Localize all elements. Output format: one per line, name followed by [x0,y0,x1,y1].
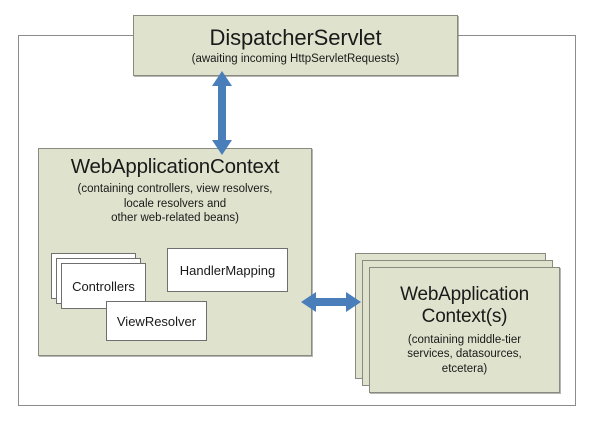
backend-context-stack[interactable]: WebApplication Context(s) (containing mi… [355,253,560,393]
backend-context-box[interactable]: WebApplication Context(s) (containing mi… [369,267,560,393]
context-to-backend-arrow [301,292,361,312]
backend-context-title: WebApplication Context(s) [400,284,529,329]
wac-subtitle-line-2: locale resolvers and [123,197,227,210]
handler-mapping-label: HandlerMapping [179,262,276,278]
handler-mapping-box[interactable]: HandlerMapping [167,248,288,292]
backend-context-title-line-2: Context(s) [421,306,508,328]
dispatcher-servlet-subtitle: (awaiting incoming HttpServletRequests) [191,52,400,65]
view-resolver-box[interactable]: ViewResolver [106,301,207,341]
wac-subtitle-line-1: (containing controllers, view resolvers, [77,183,273,195]
wac-subtitle-line-3: other web-related beans) [111,212,239,225]
backend-context-title-line-1: WebApplication [400,284,529,306]
backend-context-subtitle-line-3: etcetera) [441,362,488,375]
view-resolver-label: ViewResolver [116,313,197,329]
dispatcher-servlet-box[interactable]: DispatcherServlet (awaiting incoming Htt… [133,15,458,76]
web-application-context-title: WebApplicationContext [70,155,280,178]
dispatcher-to-context-arrow [212,71,232,155]
dispatcher-servlet-title: DispatcherServlet [209,25,382,51]
backend-context-subtitle-line-1: (containing middle-tier [407,333,522,346]
web-application-context-subtitle: (containing controllers, view resolvers,… [39,182,311,226]
controllers-label: Controllers [72,278,135,294]
backend-context-subtitle-line-2: services, datasources, [407,348,522,361]
backend-context-subtitle: (containing middle-tier services, dataso… [407,333,521,376]
web-application-context-box[interactable]: WebApplicationContext (containing contro… [38,148,312,356]
